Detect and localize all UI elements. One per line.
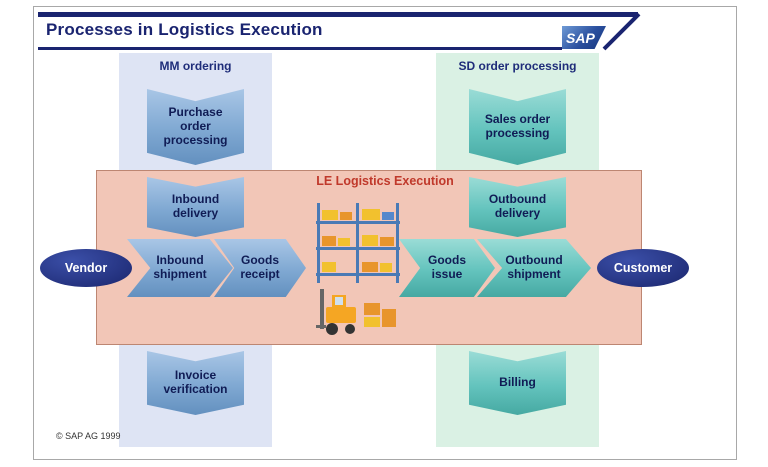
banner-invoice-verification-label: Invoice verification [163, 368, 228, 396]
banner-billing: Billing [469, 351, 566, 415]
banner-purchase-order-processing-label: Purchase order processing [163, 105, 228, 147]
page-title: Processes in Logistics Execution [46, 20, 323, 39]
header-rule [38, 12, 641, 51]
vendor-ellipse: Vendor [40, 249, 132, 287]
column-mm-label: MM ordering [159, 59, 232, 73]
slide: Processes in Logistics Execution SAP MM … [33, 6, 737, 460]
banner-sales-order-processing: Sales order processing [469, 89, 566, 165]
banner-inbound-delivery: Inbound delivery [147, 177, 244, 237]
arrow-inbound-shipment-label: Inbound shipment [153, 253, 207, 281]
le-box-title: LE Logistics Execution [316, 174, 454, 188]
copyright-text: © SAP AG 1999 [56, 431, 121, 441]
vendor-label: Vendor [64, 261, 108, 275]
arrow-goods-issue-label: Goods issue [428, 253, 466, 281]
customer-label: Customer [613, 261, 673, 275]
banner-outbound-delivery-label: Outbound delivery [488, 192, 547, 220]
arrow-outbound-shipment-label: Outbound shipment [505, 253, 563, 281]
banner-inbound-delivery-label: Inbound delivery [171, 192, 220, 220]
banner-billing-label: Billing [499, 375, 536, 390]
column-sd-label: SD order processing [458, 59, 577, 73]
banner-outbound-delivery: Outbound delivery [469, 177, 566, 237]
arrow-goods-receipt-label: Goods receipt [240, 253, 280, 281]
banner-purchase-order-processing: Purchase order processing [147, 89, 244, 165]
customer-ellipse: Customer [597, 249, 689, 287]
banner-sales-order-processing-label: Sales order processing [484, 112, 551, 140]
sap-logo: SAP [562, 26, 606, 49]
warehouse-forklift-illustration [316, 203, 400, 335]
banner-invoice-verification: Invoice verification [147, 351, 244, 415]
